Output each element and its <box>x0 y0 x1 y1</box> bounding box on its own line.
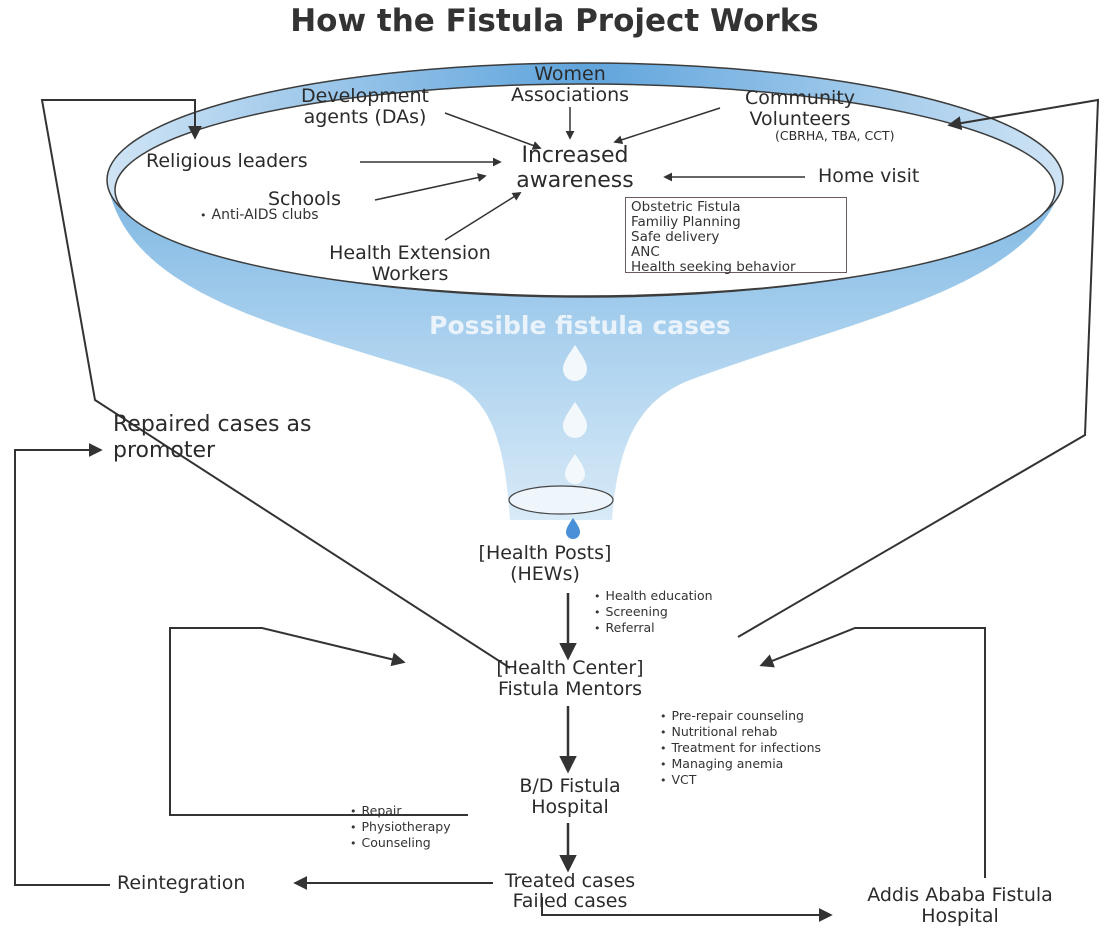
topic-item: Health seeking behavior <box>631 259 796 275</box>
health-posts-bullets: Health education Screening Referral <box>594 588 713 636</box>
droplet <box>563 402 587 438</box>
health-center-label: [Health Center]Fistula Mentors <box>496 657 644 701</box>
possible-fistula-cases-label: Possible fistula cases <box>429 311 731 340</box>
schools-label: Schools <box>268 188 341 210</box>
reintegration-label: Reintegration <box>117 872 246 894</box>
page-title: How the Fistula Project Works <box>290 3 819 39</box>
religious-leaders-label: Religious leaders <box>146 150 308 172</box>
droplet <box>565 454 585 484</box>
topic-item: Familiy Planning <box>631 214 741 230</box>
topic-item: Safe delivery <box>631 229 720 245</box>
volunteer-types-label: (CBRHA, TBA, CCT) <box>775 128 895 143</box>
droplet <box>566 518 580 539</box>
topic-item: ANC <box>631 244 660 260</box>
funnel-spout <box>508 485 614 515</box>
bd-hospital-bullets: Repair Physiotherapy Counseling <box>350 803 451 851</box>
droplet <box>563 345 587 381</box>
schools-bullet: Anti-AIDS clubs <box>200 208 319 223</box>
health-center-bullets: Pre-repair counseling Nutritional rehab … <box>660 708 822 788</box>
health-posts-label: [Health Posts](HEWs) <box>478 542 612 586</box>
awareness-topics-box: Obstetric Fistula Familiy Planning Safe … <box>625 197 847 275</box>
topic-item: Obstetric Fistula <box>631 199 741 215</box>
home-visit-label: Home visit <box>818 165 920 187</box>
